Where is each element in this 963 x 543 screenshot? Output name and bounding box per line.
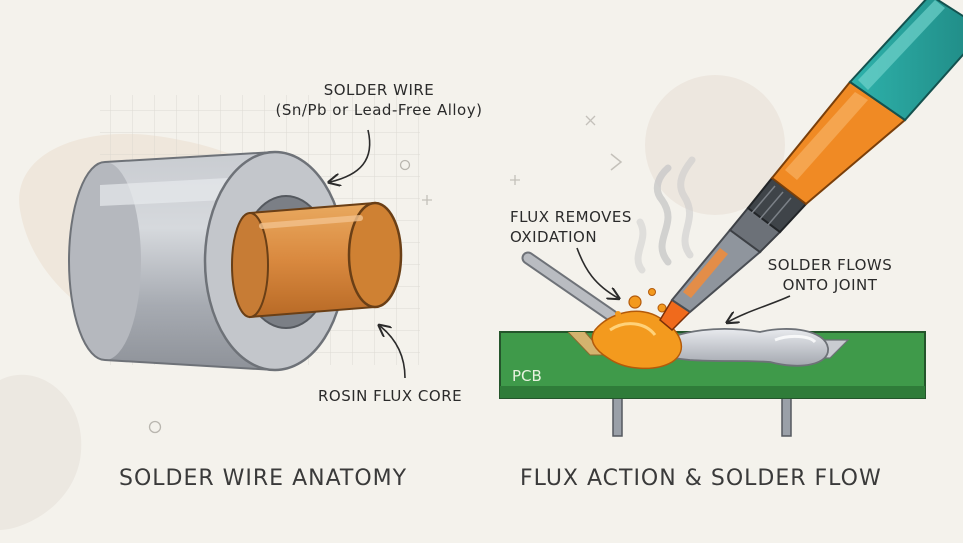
rosin-flux-core-label: ROSIN FLUX CORE <box>318 387 463 405</box>
solder-wire-label-line2: (Sn/Pb or Lead-Free Alloy) <box>275 101 483 119</box>
pcb-label: PCB <box>512 367 542 385</box>
flux-core <box>231 201 403 319</box>
solder-flows-label: SOLDER FLOWS ONTO JOINT <box>760 255 900 295</box>
solder-wire-label-line1: SOLDER WIRE <box>323 81 435 99</box>
solder-feed-wire <box>521 251 619 323</box>
molten-flux <box>591 288 683 370</box>
wire-label-arrow <box>330 129 371 182</box>
flux-label-arrow <box>576 247 618 298</box>
left-caption: SOLDER WIRE ANATOMY <box>119 466 408 491</box>
flux-removes-label-line1: FLUX REMOVES <box>510 208 632 226</box>
flow-label-arrow <box>728 295 791 322</box>
flux-removes-label: FLUX REMOVES OXIDATION <box>510 207 632 247</box>
smoke <box>634 156 696 274</box>
right-caption: FLUX ACTION & SOLDER FLOW <box>520 466 882 491</box>
molten-solder-blob <box>653 328 829 367</box>
solder-wire-label: SOLDER WIRE (Sn/Pb or Lead-Free Alloy) <box>268 80 490 120</box>
soldering-iron <box>659 0 963 332</box>
solder-flows-label-line1: SOLDER FLOWS <box>767 256 893 274</box>
core-label-arrow <box>380 326 406 379</box>
solder-flows-label-line2: ONTO JOINT <box>782 276 878 294</box>
flux-removes-label-line2: OXIDATION <box>510 228 598 246</box>
